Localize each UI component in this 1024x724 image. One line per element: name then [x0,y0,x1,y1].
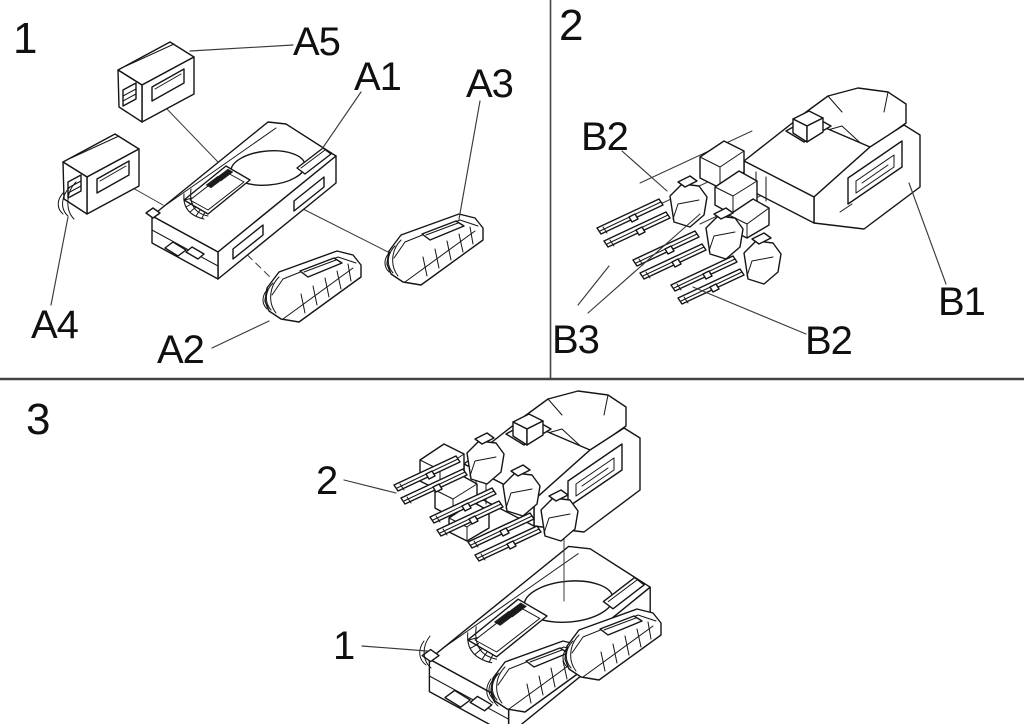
part-a1-hull [145,121,337,280]
leader-step-1 [361,645,428,652]
leader-b3-2 [587,213,701,314]
label-step-2: 2 [316,459,337,503]
part-b1-turret [699,87,921,239]
leader-b2-lower [692,286,807,335]
panel-1-leaders [50,44,481,349]
assembly-line-a3 [302,208,389,253]
leader-a2 [211,320,270,349]
part-a2-track-unit [262,250,362,323]
label-a2: A2 [157,328,204,372]
part-a4-side-pod [62,133,140,215]
label-a5: A5 [293,20,340,64]
panel-2: 2 B2 B3 B2 B1 [552,1,986,363]
label-b1: B1 [938,280,985,324]
label-a4: A4 [31,303,79,347]
label-b2-lower: B2 [805,319,852,363]
leader-b3-1 [577,265,610,306]
part-a4-tread-detail [57,181,77,220]
label-b2-upper: B2 [581,115,628,159]
panel-1: 1 A5 A1 A3 A4 A2 [13,14,514,372]
assembly-line-a5 [165,107,219,163]
panel-3-number: 3 [26,395,50,444]
assembled-sprocket-detail-left [419,635,432,669]
label-a3: A3 [466,62,513,106]
assembly-line-gun-1 [639,130,753,184]
part-a3-track-unit [384,213,484,286]
label-a1: A1 [354,55,401,99]
leader-a1 [321,91,362,150]
label-step-1: 1 [333,624,354,668]
panel-2-number: 2 [559,1,583,50]
panel-1-number: 1 [13,14,37,63]
assembled-sprocket-detail-front [486,673,499,707]
leader-a5 [189,44,294,52]
part-a5-side-pod [117,41,195,123]
leader-b1 [908,182,947,285]
panel-3: 3 2 1 [26,390,662,724]
assembly-line-a2 [229,237,273,280]
leader-step-2 [343,479,397,494]
leader-a3 [458,100,481,220]
panel-3-leaders [343,479,428,652]
leader-b2-upper [621,150,668,192]
leader-a4 [50,216,69,306]
label-b3: B3 [552,318,599,362]
panel-2-leaders [577,150,947,335]
